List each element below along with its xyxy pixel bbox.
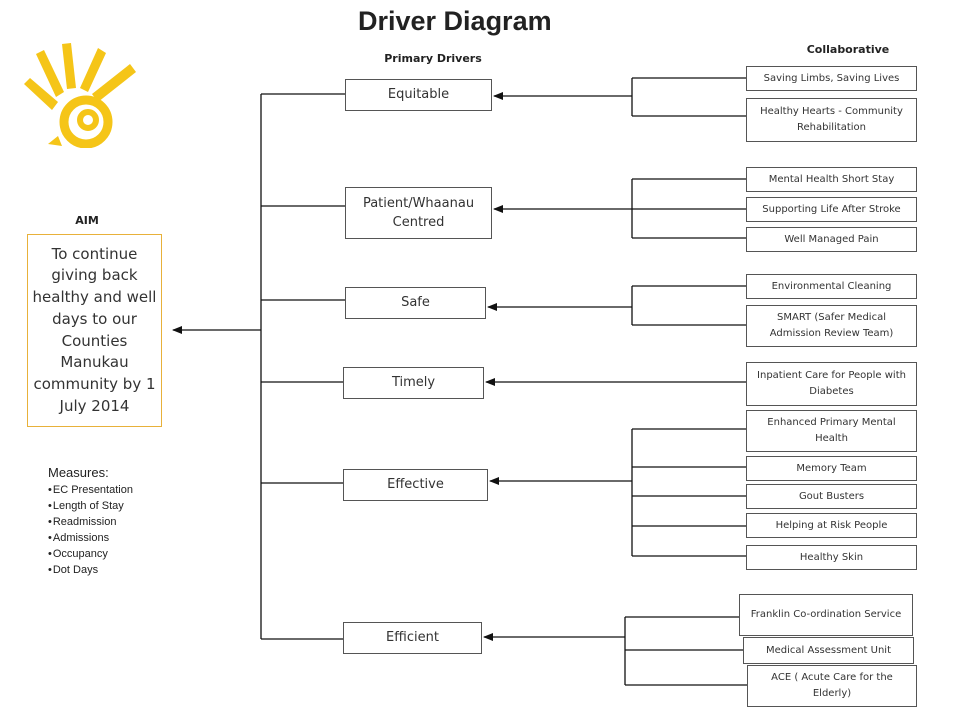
collaborative-label: ACE ( Acute Care for the Elderly) — [771, 672, 893, 699]
collaborative-box: Gout Busters — [746, 484, 917, 509]
sun-hand-logo — [24, 43, 136, 148]
primary-drivers-heading: Primary Drivers — [384, 52, 482, 65]
measure-item: Dot Days — [48, 562, 178, 578]
collaborative-box: Inpatient Care for People with Diabetes — [746, 362, 917, 406]
collaborative-box: Well Managed Pain — [746, 227, 917, 252]
primary-driver-patient-whaanau-centred: Patient/Whaanau Centred — [345, 187, 492, 239]
measure-item: Length of Stay — [48, 498, 178, 514]
primary-driver-label: Efficient — [386, 630, 439, 646]
collaborative-label: Helping at Risk People — [775, 519, 888, 531]
measures-list: Measures: EC Presentation Length of Stay… — [48, 465, 178, 578]
collaborative-heading: Collaborative — [806, 43, 890, 56]
measure-item: Admissions — [48, 530, 178, 546]
collaborative-box: Franklin Co-ordination Service — [739, 594, 913, 636]
aim-text: To continue giving back healthy and well… — [32, 244, 157, 415]
collaborative-box: ACE ( Acute Care for the Elderly) — [747, 665, 917, 707]
collaborative-label: Supporting Life After Stroke — [762, 203, 901, 215]
primary-driver-effective: Effective — [343, 469, 488, 501]
primary-driver-label: Timely — [391, 375, 436, 391]
measures-title: Measures: — [48, 465, 109, 480]
primary-driver-label: Effective — [387, 477, 444, 493]
collaborative-label: Healthy Hearts - Community Rehabilitatio… — [760, 106, 903, 133]
primary-driver-label: Equitable — [387, 87, 450, 103]
primary-driver-timely: Timely — [343, 367, 484, 399]
collaborative-label: Memory Team — [796, 462, 867, 474]
aim-box: To continue giving back healthy and well… — [27, 234, 162, 427]
collaborative-box: Medical Assessment Unit — [743, 637, 914, 664]
collaborative-box: Memory Team — [746, 456, 917, 481]
collaborative-box: Saving Limbs, Saving Lives — [746, 66, 917, 91]
aim-heading: AIM — [75, 214, 99, 227]
collaborative-label: Gout Busters — [798, 490, 865, 502]
primary-driver-equitable: Equitable — [345, 79, 492, 111]
collaborative-label: Healthy Skin — [799, 551, 864, 563]
collaborative-label: Enhanced Primary Mental Health — [767, 417, 896, 444]
measure-item: Readmission — [48, 514, 178, 530]
collaborative-label: Medical Assessment Unit — [765, 644, 891, 656]
collaborative-label: Franklin Co-ordination Service — [750, 609, 902, 620]
collaborative-box: Enhanced Primary Mental Health — [746, 410, 917, 452]
collaborative-box: Supporting Life After Stroke — [746, 197, 917, 222]
collaborative-box: Helping at Risk People — [746, 513, 917, 538]
primary-driver-efficient: Efficient — [343, 622, 482, 654]
collaborative-label: Saving Limbs, Saving Lives — [763, 72, 900, 84]
primary-driver-safe: Safe — [345, 287, 486, 319]
collaborative-label: Inpatient Care for People with Diabetes — [757, 370, 906, 397]
collaborative-box: Healthy Skin — [746, 545, 917, 570]
primary-driver-label: Patient/Whaanau Centred — [362, 195, 475, 231]
collaborative-box: SMART (Safer Medical Admission Review Te… — [746, 305, 917, 347]
collaborative-label: Mental Health Short Stay — [768, 173, 895, 185]
collaborative-box: Environmental Cleaning — [746, 274, 917, 299]
measure-item: EC Presentation — [48, 482, 178, 498]
primary-driver-label: Safe — [401, 295, 430, 311]
collaborative-label: SMART (Safer Medical Admission Review Te… — [769, 312, 894, 339]
collaborative-box: Mental Health Short Stay — [746, 167, 917, 192]
collaborative-box: Healthy Hearts - Community Rehabilitatio… — [746, 98, 917, 142]
collaborative-label: Environmental Cleaning — [771, 280, 892, 292]
page-title: Driver Diagram — [358, 6, 552, 36]
measure-item: Occupancy — [48, 546, 178, 562]
collaborative-label: Well Managed Pain — [784, 233, 879, 245]
